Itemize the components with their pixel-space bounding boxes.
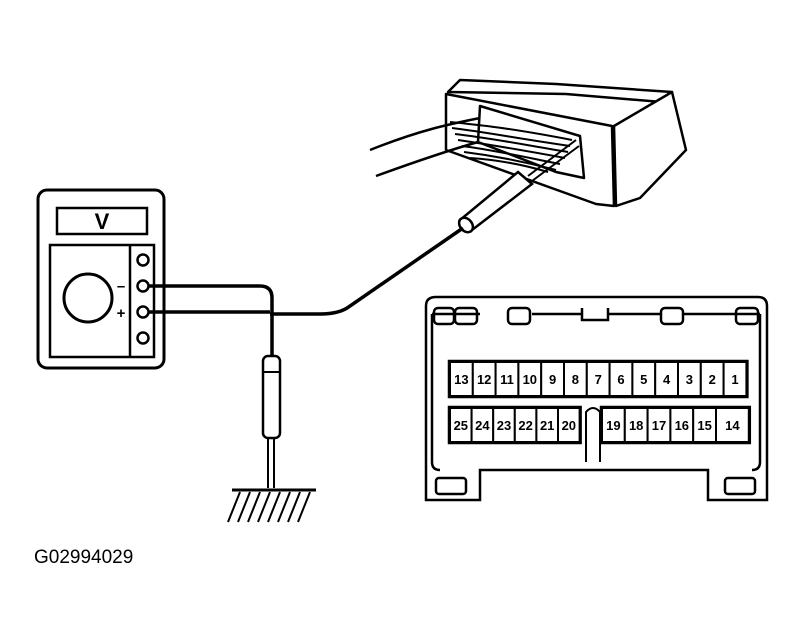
connector-pin: 5 [631,361,657,397]
connector-pin: 11 [494,361,520,397]
connector-pin: 15 [692,407,718,443]
connector-pin: 8 [563,361,588,397]
pin-number: 17 [652,418,666,433]
pin-number: 12 [477,372,491,387]
pin-number: 18 [629,418,643,433]
connector-pin: 22 [513,407,538,443]
connector-pin: 17 [646,407,672,443]
connector-pin: 3 [677,361,702,397]
minus-sign: – [117,278,125,295]
pin-number: 10 [523,372,537,387]
terminal-com [136,279,150,293]
connector-pin: 2 [699,361,725,397]
pin-number: 5 [640,372,647,387]
wire-harness [369,116,573,178]
pin-number: 15 [697,418,711,433]
pin-number: 13 [454,372,468,387]
pin-number: 7 [595,372,602,387]
pin-number: 6 [617,372,624,387]
pin-number: 3 [686,372,693,387]
connector-pin: 13 [449,361,474,397]
pin-number: 11 [500,372,514,387]
connector-pin: 21 [535,407,560,443]
terminal-4 [136,331,150,345]
pin-number: 25 [454,418,468,433]
connector-pin: 20 [557,407,581,443]
pin-number: 16 [675,418,689,433]
pin-number: 14 [725,418,740,433]
pin-number: 9 [549,372,556,387]
connector-pin: 10 [517,361,543,397]
pin-number: 8 [572,372,579,387]
connector-pin: 25 [449,407,473,443]
pin-number: 20 [562,418,576,433]
negative-lead-wire [149,284,274,356]
terminal-1 [136,253,150,267]
connector-pin: 19 [601,407,626,443]
connector-pin: 9 [540,361,566,397]
ground-probe [261,354,282,488]
ecu-module [444,78,688,208]
multimeter: V – + [36,188,166,370]
connector-housing [424,295,769,502]
connector-pin: 23 [492,407,516,443]
pin-number: 4 [663,372,671,387]
rotary-dial [62,272,114,324]
terminal-volt [136,305,150,319]
connector-pin: 14 [715,407,750,443]
connector-pin: 12 [471,361,497,397]
pin-cavity [557,407,581,443]
connector-pin: 16 [669,407,695,443]
pin-cavity [715,407,750,443]
connector-pin: 24 [470,407,495,443]
pin-number: 23 [497,418,511,433]
pin-number: 1 [731,372,738,387]
connector-pin: 18 [623,407,649,443]
pin-number: 19 [606,418,620,433]
pin-number: 21 [540,418,554,433]
connector-pin: 4 [654,361,680,397]
pin-number: 2 [709,372,716,387]
plus-sign: + [117,305,126,322]
multimeter-display [55,206,149,236]
polarization-key [585,407,601,462]
connector-pin: 7 [585,361,611,397]
connector-pin: 6 [608,361,634,397]
pin-number: 24 [475,418,490,433]
connector-pin: 1 [722,361,748,397]
connector-face [424,295,769,502]
pin-number: 22 [518,418,532,433]
multimeter-display-label: V [95,209,110,234]
ground-symbol [227,488,316,523]
figure-id: G02994029 [34,547,133,568]
pin-cavity [722,361,748,397]
test-leads [149,284,274,356]
probe-lead-wire [270,226,464,316]
